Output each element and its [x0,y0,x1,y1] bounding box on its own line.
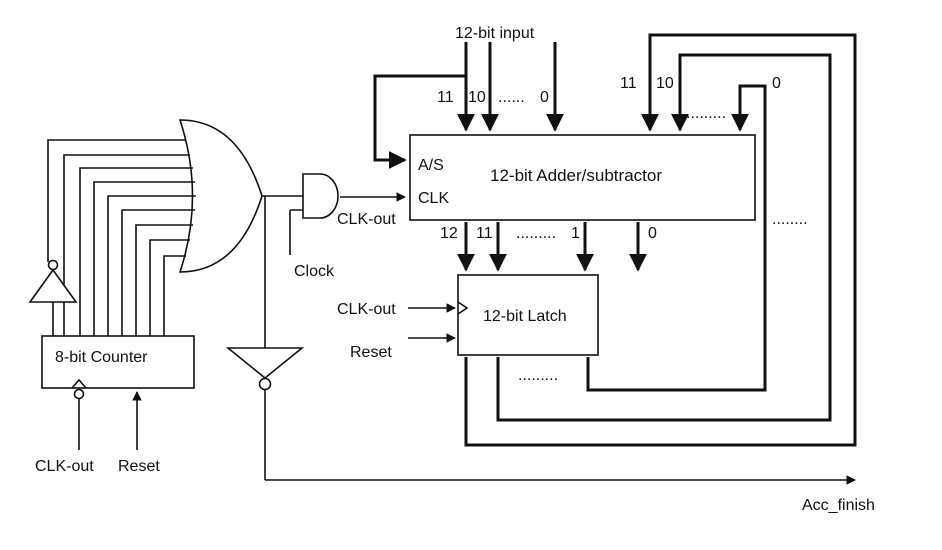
input-bit10-label: 10 [468,89,486,106]
adder-output-bus: 12 11 ......... 1 0 [440,222,657,272]
clock-label: Clock [294,263,335,280]
adder-title: 12-bit Adder/subtractor [490,166,662,185]
counter-to-or-wires [47,139,196,336]
counter-clock-triangle [71,378,87,389]
latch-reset-label: Reset [350,344,392,361]
feedback-bit11-loop [464,33,857,447]
adder-out-bit11-label: 11 [476,225,493,242]
counter-clock-bubble [73,388,85,400]
as-control-wire [373,74,466,169]
input-bus: 12-bit input 11 10 ...... 0 [373,25,564,169]
latch-block: 12-bit Latch CLK-out Reset ......... [337,274,599,384]
counter-block: 8-bit Counter CLK-out Reset [35,335,195,475]
feedback-bus: 11 10 ......... 0 ........ [464,33,857,447]
input-bus-label: 12-bit input [455,25,535,42]
acc-finish-inverter: Acc_finish [225,196,875,514]
adder-clk-pin-label: CLK [418,190,449,207]
input-bit11-label: 11 [437,89,454,106]
and-gate: CLK-out Clock [289,173,406,280]
counter-msb-inverted-wire [47,139,185,262]
feedback-dots-label: ......... [686,105,726,122]
adder-out-bit1-label: 1 [571,225,580,242]
adder-out-bit12-label: 12 [440,225,458,242]
counter-reset-label: Reset [118,458,160,475]
clock-input-wire [289,209,303,255]
counter-title: 8-bit Counter [55,349,148,366]
feedback-bit11-label: 11 [620,75,637,92]
latch-dots-label: ......... [518,367,558,384]
counter-clk-out-label: CLK-out [35,458,94,475]
input-bit0-label: 0 [540,89,549,106]
and-clk-out-label: CLK-out [337,211,396,228]
latch-clock-triangle [457,301,469,315]
adder-subtractor-block: 12-bit Adder/subtractor A/S CLK [409,134,756,221]
feedback-side-dots-label: ........ [772,211,808,228]
feedback-bit10-loop [496,53,832,422]
feedback-bit0-loop [586,84,767,392]
or-gate [178,119,303,273]
feedback-bit10-label: 10 [656,75,674,92]
feedback-bit0-label: 0 [772,75,781,92]
adder-out-dots-label: ......... [516,225,556,242]
acc-finish-label: Acc_finish [802,497,875,514]
adder-out-bit0-label: 0 [648,225,657,242]
adder-as-pin-label: A/S [418,157,444,174]
latch-clk-out-label: CLK-out [337,301,396,318]
input-dots-label: ...... [498,89,525,106]
counter-msb-inverter [28,259,78,336]
latch-title: 12-bit Latch [483,308,567,325]
